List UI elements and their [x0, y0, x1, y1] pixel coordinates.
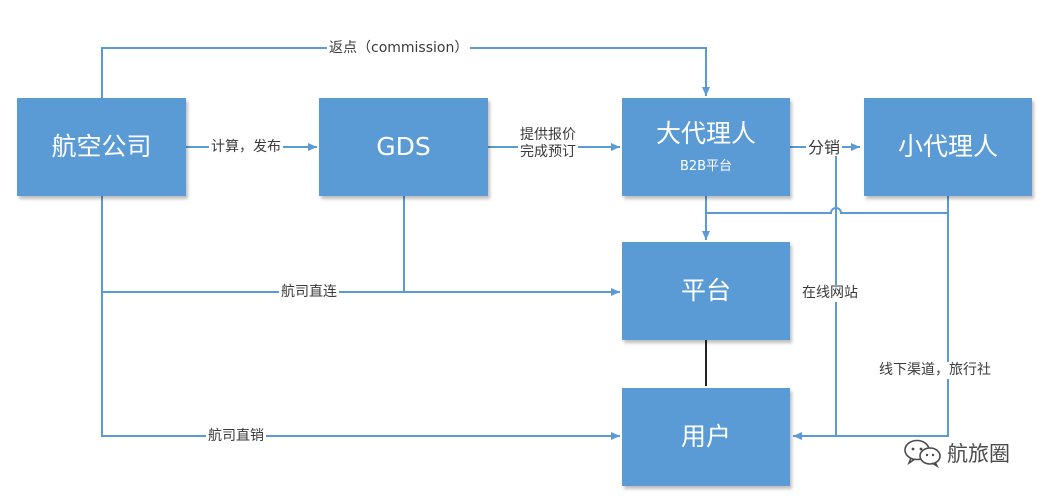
node-big-agent-label: 大代理人	[655, 119, 756, 149]
node-small-agent-label: 小代理人	[897, 131, 998, 161]
label-online-site: 在线网站	[800, 285, 860, 302]
label-offline-channel: 线下渠道，旅行社	[877, 362, 993, 379]
node-gds-label: GDS	[376, 131, 431, 161]
label-quote-line2: 完成预订	[520, 144, 576, 160]
label-quote-line1: 提供报价	[520, 127, 576, 143]
node-small-agent[interactable]: 小代理人	[864, 98, 1032, 196]
label-direct-connect: 航司直连	[279, 284, 339, 301]
node-gds[interactable]: GDS	[319, 98, 488, 196]
label-distribution: 分销	[806, 138, 843, 157]
node-user[interactable]: 用户	[622, 388, 790, 486]
label-direct-sales: 航司直销	[206, 428, 266, 445]
node-airline[interactable]: 航空公司	[17, 98, 186, 196]
watermark: 航旅圈	[903, 438, 1010, 468]
label-quote-booking: 提供报价 完成预订	[518, 127, 578, 161]
node-big-agent-sublabel: B2B平台	[679, 158, 733, 174]
node-airline-label: 航空公司	[51, 131, 152, 161]
label-calc-publish: 计算，发布	[209, 139, 283, 156]
edge-offline-channel	[836, 196, 949, 437]
edge-small-agent-platform	[706, 196, 949, 214]
node-big-agent[interactable]: 大代理人 B2B平台	[622, 98, 790, 196]
edge-direct-connect	[101, 196, 620, 296]
node-platform-label: 平台	[680, 275, 731, 305]
label-commission: 返点（commission）	[327, 40, 471, 57]
node-user-label: 用户	[680, 421, 731, 451]
watermark-text: 航旅圈	[947, 442, 1010, 466]
wechat-icon	[904, 439, 941, 468]
edge-direct-sales	[101, 292, 620, 440]
node-platform[interactable]: 平台	[622, 242, 790, 340]
